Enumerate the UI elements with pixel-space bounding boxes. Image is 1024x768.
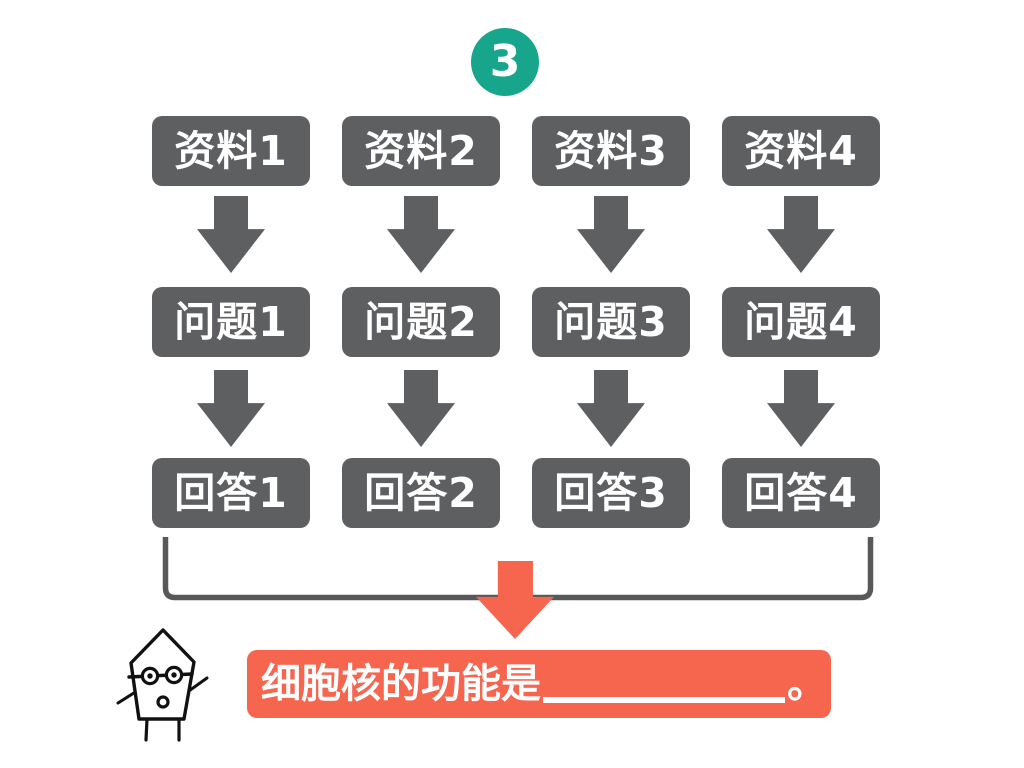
- step-number-badge: 3: [471, 28, 539, 96]
- down-arrow-icon-col1-1: [197, 196, 265, 273]
- question-box-3: 问题3: [532, 287, 690, 357]
- conclusion-box: 细胞核的功能是___________。: [247, 650, 831, 718]
- material-box-1: 资料1: [152, 116, 310, 186]
- material-box-2: 资料2: [342, 116, 500, 186]
- down-arrow-icon-col3-2: [577, 370, 645, 447]
- down-arrow-icon-col4-2: [767, 370, 835, 447]
- question-box-2: 问题2: [342, 287, 500, 357]
- question-box-4: 问题4: [722, 287, 880, 357]
- down-arrow-icon-col1-2: [197, 370, 265, 447]
- down-arrow-icon-col3-1: [577, 196, 645, 273]
- answer-box-3: 回答3: [532, 458, 690, 528]
- conclusion-text: 细胞核的功能是: [261, 661, 541, 707]
- down-arrow-icon-col2-2: [387, 370, 455, 447]
- answer-box-1: 回答1: [152, 458, 310, 528]
- down-arrow-icon-col2-1: [387, 196, 455, 273]
- material-box-3: 资料3: [532, 116, 690, 186]
- question-box-1: 问题1: [152, 287, 310, 357]
- answer-box-4: 回答4: [722, 458, 880, 528]
- blank-line: ___________: [543, 657, 785, 703]
- pen-mascot-icon: [116, 628, 209, 742]
- conclusion-period: 。: [787, 661, 827, 707]
- down-arrow-icon-col4-1: [767, 196, 835, 273]
- answer-box-2: 回答2: [342, 458, 500, 528]
- material-box-4: 资料4: [722, 116, 880, 186]
